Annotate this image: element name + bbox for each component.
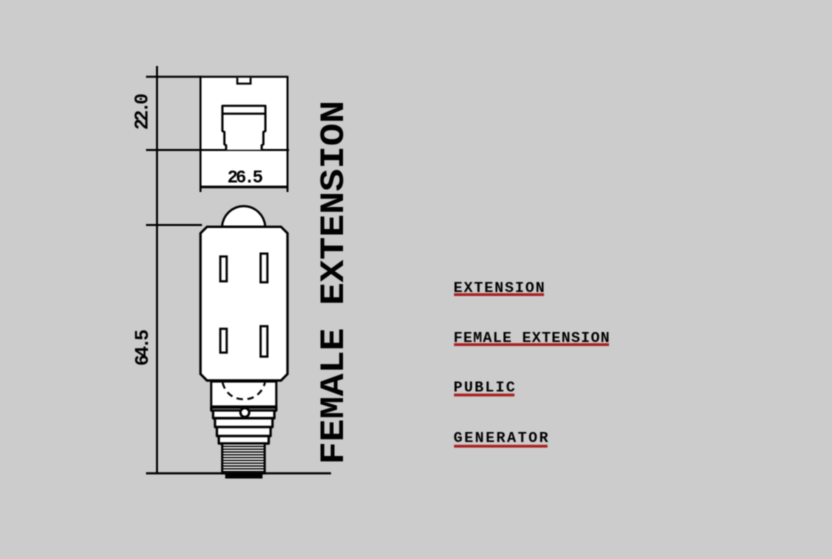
svg-text:FEMALE EXTENSION: FEMALE EXTENSION <box>316 101 354 465</box>
svg-text:EXTENSION: EXTENSION <box>454 280 546 297</box>
svg-text:PUBLIC: PUBLIC <box>454 379 517 396</box>
svg-text:26.5: 26.5 <box>227 169 262 189</box>
svg-text:GENERATOR: GENERATOR <box>454 430 550 447</box>
svg-text:64.5: 64.5 <box>132 330 154 366</box>
svg-text:FEMALE EXTENSION: FEMALE EXTENSION <box>454 330 611 347</box>
svg-text:22.0: 22.0 <box>132 94 154 130</box>
